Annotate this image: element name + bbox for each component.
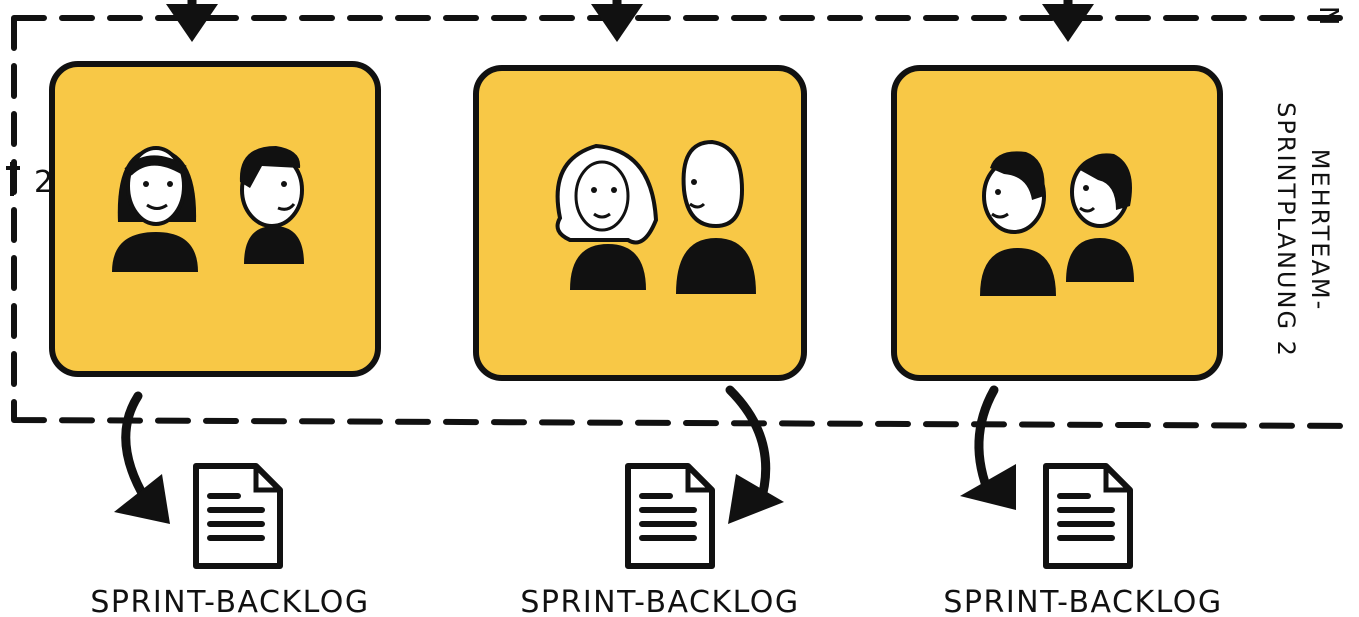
team-2-output-arrowhead <box>728 474 784 524</box>
team-1-sprint-backlog-document-icon <box>193 463 283 569</box>
team-3-box <box>891 65 1223 381</box>
team-1-person-2-icon <box>239 146 304 264</box>
team-1-person-1-icon <box>112 146 198 272</box>
team-2-incoming-arrowhead <box>591 4 643 42</box>
team-2-caption: SPRINT-BACKLOG <box>520 585 799 617</box>
edge-marker-left-tick <box>6 162 20 196</box>
team-3-incoming-arrowhead <box>1042 4 1094 42</box>
team-1-incoming-arrowhead <box>166 4 218 42</box>
team-3: SPRINT-BACKLOG <box>891 0 1223 617</box>
team-3-person-2-icon <box>1066 153 1134 282</box>
team-2-person-2-icon <box>676 139 756 294</box>
team-3-sprint-backlog-document-icon <box>1043 463 1133 569</box>
team-1: SPRINT-BACKLOG <box>49 0 381 617</box>
team-2-person-1-icon <box>555 143 659 290</box>
team-3-caption: SPRINT-BACKLOG <box>943 585 1222 617</box>
team-1-output-arrow <box>121 391 151 505</box>
team-3-person-1-icon <box>980 151 1056 296</box>
team-1-caption: SPRINT-BACKLOG <box>90 585 369 617</box>
edge-marker-left: 2 <box>34 165 53 200</box>
side-label-line-2: SPRINTPLANUNG 2 <box>1272 102 1300 358</box>
team-1-box <box>49 61 381 377</box>
planning-boundary-dashed-frame <box>11 15 1358 429</box>
side-label-line-1: MEHRTEAM- <box>1306 149 1334 311</box>
edge-marker-right: N <box>1313 6 1343 25</box>
team-2-output-arrow <box>725 385 771 509</box>
team-2-sprint-backlog-document-icon <box>625 463 715 569</box>
team-3-output-arrowhead <box>960 464 1016 510</box>
team-1-output-arrowhead <box>114 474 170 524</box>
side-label: SPRINTPLANUNG 2 MEHRTEAM- <box>1272 102 1334 358</box>
team-2: SPRINT-BACKLOG <box>473 0 807 617</box>
